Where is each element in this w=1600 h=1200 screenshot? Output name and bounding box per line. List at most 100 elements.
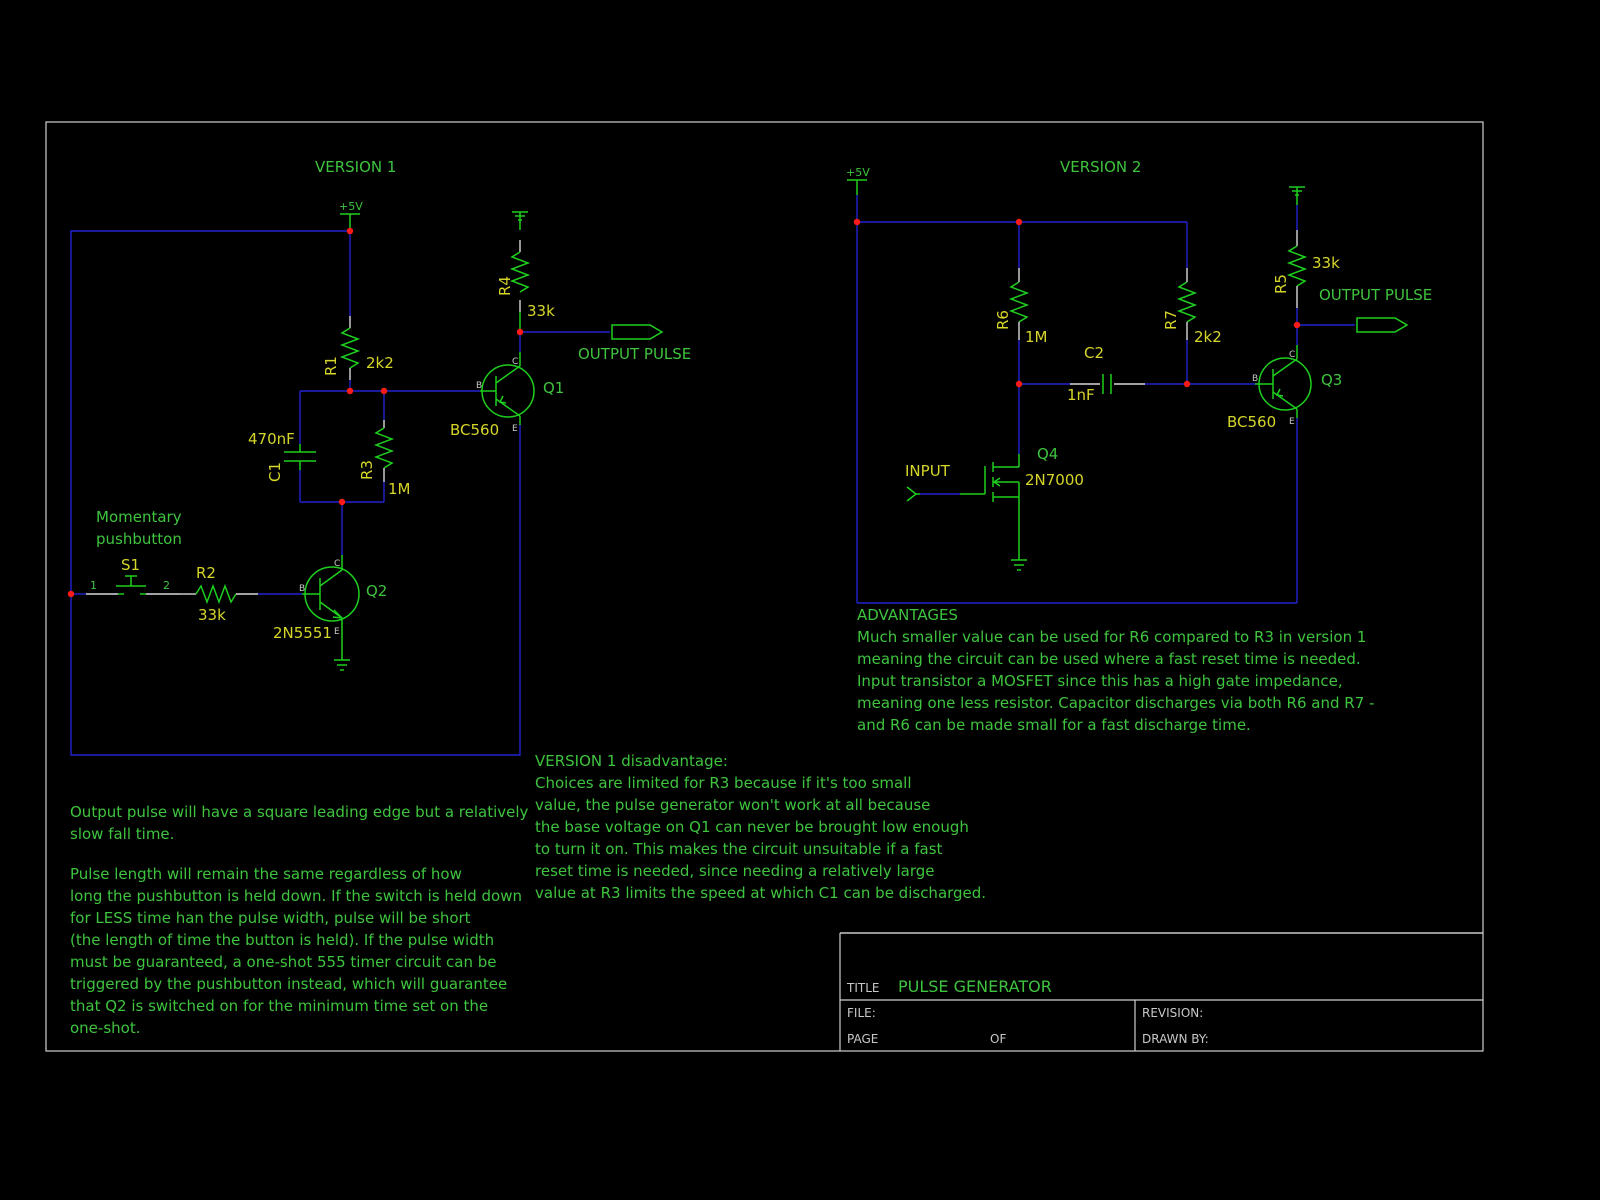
svg-text:ADVANTAGES: ADVANTAGES (857, 606, 958, 624)
svg-text:1: 1 (90, 579, 97, 592)
svg-text:VERSION 1 disadvantage:: VERSION 1 disadvantage: (535, 752, 728, 770)
version1-s1-pushbutton: 1 2 S1 Momentary pushbutton (86, 508, 182, 595)
svg-text:value, the pulse generator won: value, the pulse generator won't work at… (535, 796, 930, 814)
svg-text:one-shot.: one-shot. (70, 1019, 140, 1037)
version1-disadvantage-notes: VERSION 1 disadvantage: Choices are limi… (535, 752, 986, 902)
version1-output-connector: OUTPUT PULSE (578, 324, 691, 363)
of-label: OF (990, 1032, 1006, 1046)
version2-r5-resistor: R5 33k (1272, 186, 1340, 308)
svg-text:must be guaranteed, a one-shot: must be guaranteed, a one-shot 555 timer… (70, 953, 497, 971)
version2-heading: VERSION 2 (1060, 158, 1141, 176)
svg-text:R1: R1 (322, 356, 340, 376)
svg-text:Input transistor a MOSFET sinc: Input transistor a MOSFET since this has… (857, 672, 1343, 690)
v2-output-label: OUTPUT PULSE (1319, 286, 1432, 304)
svg-text:C1: C1 (266, 462, 284, 482)
svg-text:long the pushbutton is held do: long the pushbutton is held down. If the… (70, 887, 522, 905)
svg-text:(the length of time the button: (the length of time the button is held).… (70, 931, 494, 949)
drawn-by-label: DRAWN BY: (1142, 1032, 1209, 1046)
r4-name: R4 (496, 276, 514, 296)
svg-text:Output pulse will have a squar: Output pulse will have a square leading … (70, 803, 529, 821)
file-label: FILE: (847, 1006, 876, 1020)
svg-text:Q2: Q2 (366, 582, 387, 600)
v1-output-label: OUTPUT PULSE (578, 345, 691, 363)
sheet-title: PULSE GENERATOR (898, 977, 1052, 996)
revision-label: REVISION: (1142, 1006, 1203, 1020)
svg-text:Pulse length will remain the s: Pulse length will remain the same regard… (70, 865, 462, 883)
svg-text:E: E (334, 627, 340, 637)
svg-text:C: C (1289, 350, 1295, 360)
version2-r7-resistor: R7 2k2 (1162, 268, 1222, 346)
title-label: TITLE (846, 981, 879, 995)
version1-r4-resistor: R4 33k (496, 211, 555, 332)
version2-r6-resistor: R6 1M (994, 268, 1048, 346)
svg-text:Choices are limited for R3 bec: Choices are limited for R3 because if it… (535, 774, 912, 792)
svg-text:R7: R7 (1162, 310, 1180, 330)
version1-supply-5v: +5V (339, 200, 363, 231)
svg-text:R2: R2 (196, 564, 216, 582)
title-block: TITLE PULSE GENERATOR FILE: PAGE OF REVI… (839, 932, 1483, 1051)
svg-text:triggered by the pushbutton in: triggered by the pushbutton instead, whi… (70, 975, 507, 993)
version2-input-connector: INPUT (905, 462, 951, 502)
svg-text:Q4: Q4 (1037, 445, 1058, 463)
svg-text:reset time is needed, since ne: reset time is needed, since needing a re… (535, 862, 935, 880)
svg-text:2k2: 2k2 (366, 354, 394, 372)
svg-text:B: B (299, 584, 305, 594)
svg-text:pushbutton: pushbutton (96, 530, 182, 548)
version1-r3-resistor: R3 1M (358, 420, 411, 498)
svg-text:Q3: Q3 (1321, 371, 1342, 389)
svg-text:Momentary: Momentary (96, 508, 182, 526)
svg-text:Much smaller value can be used: Much smaller value can be used for R6 co… (857, 628, 1366, 646)
svg-text:R6: R6 (994, 310, 1012, 330)
svg-text:E: E (1289, 417, 1295, 427)
svg-text:and R6 can be made small for a: and R6 can be made small for a fast disc… (857, 716, 1251, 734)
svg-text:Q1: Q1 (543, 379, 564, 397)
version2-q3-transistor: B C E Q3 BC560 (1227, 345, 1342, 431)
svg-text:1nF: 1nF (1067, 386, 1095, 404)
svg-text:1M: 1M (388, 480, 411, 498)
svg-text:to turn it on. This makes the: to turn it on. This makes the circuit un… (535, 840, 943, 858)
svg-text:+5V: +5V (846, 166, 870, 179)
svg-text:BC560: BC560 (1227, 413, 1276, 431)
version1-heading: VERSION 1 (315, 158, 396, 176)
version1-junctions (67, 227, 524, 598)
svg-text:R3: R3 (358, 460, 376, 480)
svg-text:+5V: +5V (339, 200, 363, 213)
svg-text:INPUT: INPUT (905, 462, 951, 480)
svg-text:for LESS time han the pulse wi: for LESS time han the pulse width, pulse… (70, 909, 471, 927)
svg-text:2N5551: 2N5551 (273, 624, 332, 642)
svg-text:meaning one less resistor. Cap: meaning one less resistor. Capacitor dis… (857, 694, 1374, 712)
svg-text:2k2: 2k2 (1194, 328, 1222, 346)
version2-q4-mosfet: Q4 2N7000 (960, 445, 1084, 571)
svg-text:S1: S1 (121, 556, 140, 574)
svg-text:C: C (334, 559, 340, 569)
svg-text:C: C (512, 357, 518, 367)
version1-r2-resistor: R2 33k (180, 564, 258, 624)
svg-text:meaning the circuit can be use: meaning the circuit can be used where a … (857, 650, 1361, 668)
svg-text:1M: 1M (1025, 328, 1048, 346)
version1-c1-capacitor: 470nF C1 (248, 430, 316, 482)
sheet-border (45, 121, 1484, 1052)
version1-notes: Output pulse will have a square leading … (70, 803, 529, 1037)
svg-text:2N7000: 2N7000 (1025, 471, 1084, 489)
svg-text:470nF: 470nF (248, 430, 295, 448)
version2-junctions (853, 218, 1301, 388)
svg-text:B: B (1252, 374, 1258, 384)
svg-text:E: E (512, 424, 518, 434)
svg-text:33k: 33k (1312, 254, 1340, 272)
svg-text:33k: 33k (198, 606, 226, 624)
version2-supply-5v: +5V (846, 166, 870, 195)
svg-text:value at R3 limits the speed a: value at R3 limits the speed at which C1… (535, 884, 986, 902)
version1-q2-transistor: B C E Q2 2N5551 (273, 555, 387, 671)
version1-r1-resistor: R1 2k2 (322, 316, 394, 391)
svg-text:B: B (476, 381, 482, 391)
svg-text:2: 2 (163, 579, 170, 592)
r4-value: 33k (527, 302, 555, 320)
svg-text:R5: R5 (1272, 274, 1290, 294)
version2-c2-capacitor: C2 1nF (1067, 344, 1145, 404)
svg-text:C2: C2 (1084, 344, 1104, 362)
version2-wires (856, 195, 1355, 604)
version1-q1-transistor: B C E Q1 BC560 (450, 352, 564, 439)
page-label: PAGE (847, 1032, 878, 1046)
version2-output-connector: OUTPUT PULSE (1319, 286, 1432, 333)
svg-text:slow fall time.: slow fall time. (70, 825, 174, 843)
